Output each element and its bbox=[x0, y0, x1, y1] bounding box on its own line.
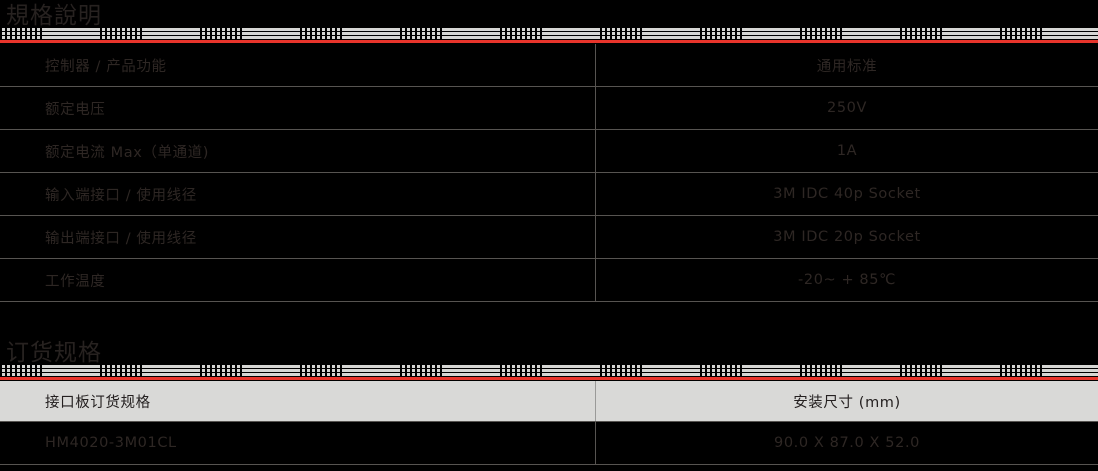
divider-gap bbox=[142, 28, 200, 40]
divider-gap bbox=[442, 28, 500, 40]
divider-gap bbox=[42, 28, 100, 40]
row-label: 输入端接口 / 使用线径 bbox=[0, 172, 596, 216]
divider-gap bbox=[442, 365, 500, 377]
section-title-ordering: 订货规格 bbox=[6, 340, 102, 366]
divider-gap bbox=[342, 28, 400, 40]
divider-gap bbox=[942, 365, 1000, 377]
section-ordering: 订货规格 接口板订货规格 安装尺寸 (mm) bbox=[0, 342, 1098, 465]
divider-gap bbox=[42, 365, 100, 377]
table-header-row: 接口板订货规格 安装尺寸 (mm) bbox=[0, 381, 1098, 422]
row-value: 通用标准 bbox=[595, 44, 1098, 87]
table-row: HM4020-3M01CL 90.0 X 87.0 X 52.0 bbox=[0, 421, 1098, 465]
specification-table: 控制器 / 产品功能 通用标准 额定电压 250V 额定电流 Max（单通道) … bbox=[0, 44, 1098, 302]
decorative-divider-specification bbox=[0, 28, 1098, 44]
row-value: 3M IDC 20p Socket bbox=[595, 215, 1098, 259]
divider-gap bbox=[542, 365, 600, 377]
row-value: 90.0 X 87.0 X 52.0 bbox=[595, 421, 1098, 465]
row-value: -20~ + 85℃ bbox=[595, 258, 1098, 302]
divider-gap bbox=[242, 28, 300, 40]
table-row: 输入端接口 / 使用线径 3M IDC 40p Socket bbox=[0, 172, 1098, 216]
divider-red-line bbox=[0, 40, 1098, 43]
table-row: 控制器 / 产品功能 通用标准 bbox=[0, 44, 1098, 87]
divider-gap bbox=[742, 28, 800, 40]
divider-gap bbox=[642, 28, 700, 40]
divider-gap bbox=[242, 365, 300, 377]
divider-gap bbox=[742, 365, 800, 377]
divider-gap bbox=[842, 365, 900, 377]
row-value: 1A bbox=[595, 129, 1098, 173]
decorative-divider-ordering bbox=[0, 365, 1098, 381]
divider-gap bbox=[1042, 28, 1098, 40]
divider-gap bbox=[942, 28, 1000, 40]
row-label: HM4020-3M01CL bbox=[0, 421, 596, 465]
column-header-value: 安装尺寸 (mm) bbox=[595, 381, 1098, 422]
row-value: 3M IDC 40p Socket bbox=[595, 172, 1098, 216]
row-label: 工作温度 bbox=[0, 258, 596, 302]
column-header-label: 接口板订货规格 bbox=[0, 381, 596, 422]
ordering-table: 接口板订货规格 安装尺寸 (mm) HM4020-3M01CL 90.0 X 8… bbox=[0, 381, 1098, 465]
section-gap bbox=[0, 302, 1098, 342]
divider-gap bbox=[1042, 365, 1098, 377]
row-label: 额定电压 bbox=[0, 86, 596, 130]
table-row: 额定电压 250V bbox=[0, 86, 1098, 130]
divider-gap bbox=[342, 365, 400, 377]
divider-gap bbox=[142, 365, 200, 377]
section-specification: 規格說明 控制器 / 产品功能 通用标准 bbox=[0, 3, 1098, 302]
row-label: 控制器 / 产品功能 bbox=[0, 44, 596, 87]
row-label: 输出端接口 / 使用线径 bbox=[0, 215, 596, 259]
table-row: 工作温度 -20~ + 85℃ bbox=[0, 258, 1098, 302]
divider-gap bbox=[542, 28, 600, 40]
table-row: 输出端接口 / 使用线径 3M IDC 20p Socket bbox=[0, 215, 1098, 259]
divider-red-line bbox=[0, 377, 1098, 380]
divider-gap bbox=[642, 365, 700, 377]
table-row: 额定电流 Max（单通道) 1A bbox=[0, 129, 1098, 173]
divider-gap bbox=[842, 28, 900, 40]
row-value: 250V bbox=[595, 86, 1098, 130]
section-title-specification: 規格說明 bbox=[6, 3, 102, 29]
row-label: 额定电流 Max（单通道) bbox=[0, 129, 596, 173]
